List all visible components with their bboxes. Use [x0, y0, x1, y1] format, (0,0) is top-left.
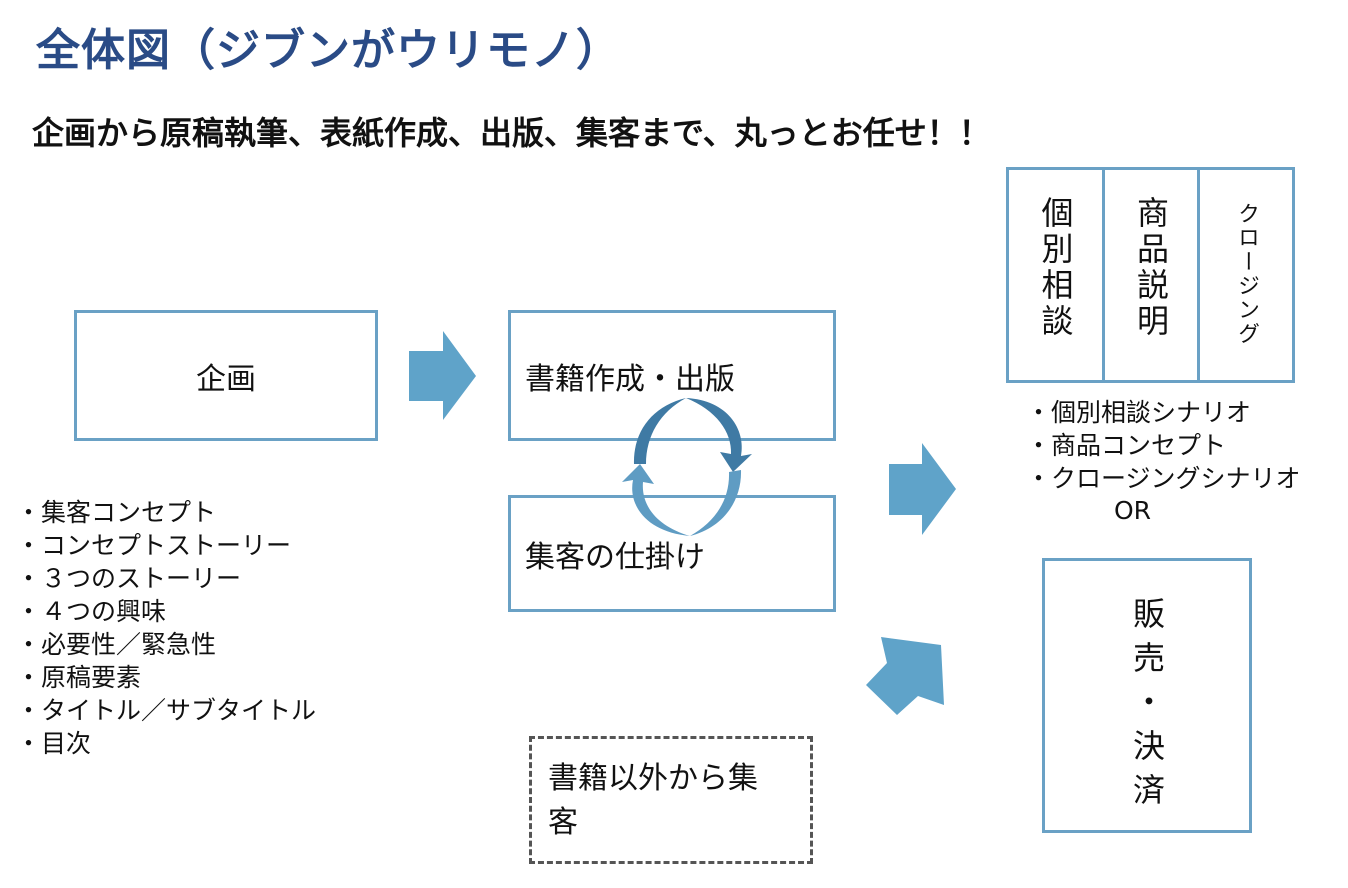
book-creation-box: 書籍作成・出版 [508, 310, 836, 441]
page-subtitle: 企画から原稿執筆、表紙作成、出版、集客まで、丸っとお任せ！！ [32, 114, 991, 152]
consult-panel: 個別相談 商品説明 クロージング [1006, 167, 1295, 383]
list-item: ３つのストーリー [16, 562, 316, 595]
cycle-arc-icon [690, 470, 742, 536]
book-creation-label: 書籍作成・出版 [525, 361, 735, 397]
cycle-arrow-icon [622, 464, 690, 536]
right-arrow-icon [889, 443, 956, 535]
list-item: ４つの興味 [16, 595, 316, 628]
list-item: クロージングシナリオ [1026, 462, 1301, 495]
planning-item-list: 集客コンセプト コンセプトストーリー ３つのストーリー ４つの興味 必要性／緊急… [16, 496, 316, 760]
attraction-label: 集客の仕掛け [525, 539, 705, 575]
cycle-arrow-icon [686, 398, 752, 472]
diagonal-arrow-icon [866, 637, 944, 715]
consult-column-explanation: 商品説明 [1105, 170, 1200, 380]
consult-column-individual: 個別相談 [1009, 170, 1105, 380]
list-item: タイトル／サブタイトル [16, 694, 316, 727]
list-item: 商品コンセプト [1026, 429, 1301, 462]
planning-label: 企画 [196, 361, 256, 397]
sales-settlement-box: 販売・決済 [1042, 558, 1252, 833]
sales-settlement-label: 販売・決済 [1128, 597, 1166, 817]
list-item: 原稿要素 [16, 661, 316, 694]
cycle-arc-icon [633, 398, 686, 464]
list-item: 集客コンセプト [16, 496, 316, 529]
consult-column-closing: クロージング [1200, 170, 1292, 380]
page-title: 全体図（ジブンがウリモノ） [36, 25, 621, 76]
list-item: 必要性／緊急性 [16, 628, 316, 661]
individual-consult-label: 個別相談 [1036, 196, 1075, 340]
attraction-box: 集客の仕掛け [508, 495, 836, 612]
or-label: OR [1114, 496, 1152, 525]
outside-attraction-label: 書籍以外から集客 [548, 761, 758, 840]
outside-attraction-box: 書籍以外から集客 [529, 736, 813, 864]
list-item: コンセプトストーリー [16, 529, 316, 562]
list-item: 目次 [16, 727, 316, 760]
consult-item-list: 個別相談シナリオ 商品コンセプト クロージングシナリオ [1026, 396, 1301, 495]
right-arrow-icon [409, 331, 476, 420]
planning-box: 企画 [74, 310, 378, 441]
product-explanation-label: 商品説明 [1132, 196, 1170, 340]
closing-label: クロージング [1234, 202, 1259, 346]
list-item: 個別相談シナリオ [1026, 396, 1301, 429]
